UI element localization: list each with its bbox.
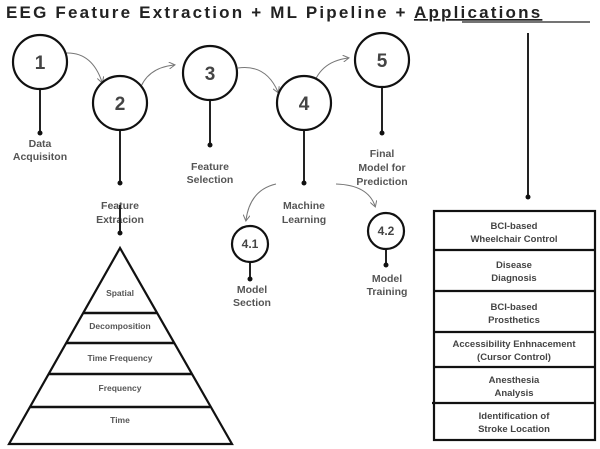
application-item: Anesthesia bbox=[489, 375, 540, 386]
step-label: Learning bbox=[282, 214, 326, 226]
application-item: BCI-based bbox=[491, 221, 538, 232]
step-label: Selection bbox=[187, 174, 234, 186]
step-number: 2 bbox=[115, 94, 126, 115]
substep-label: Model bbox=[237, 284, 267, 296]
application-item: Identification of bbox=[479, 411, 551, 422]
application-item: (Cursor Control) bbox=[477, 352, 551, 363]
step-label: Prediction bbox=[356, 176, 407, 188]
substep-label: Model bbox=[372, 273, 402, 285]
step-number: 1 bbox=[35, 53, 46, 74]
application-item: BCI-based bbox=[491, 302, 538, 313]
pyramid-level: Time bbox=[110, 415, 130, 425]
pyramid-level: Spatial bbox=[106, 288, 134, 298]
arrow-4-4.1 bbox=[246, 183, 277, 220]
step-number: 3 bbox=[205, 64, 216, 85]
step-label: Final bbox=[370, 148, 395, 160]
step-label: Model for bbox=[358, 162, 405, 174]
feature-pyramid: Spatial Decomposition Time Frequency Fre… bbox=[7, 205, 234, 446]
arrow-3-4 bbox=[237, 67, 278, 93]
step-3: 3 Feature Selection bbox=[181, 44, 239, 186]
step-number: 4 bbox=[299, 94, 310, 115]
substep-label: Section bbox=[233, 297, 271, 309]
substep-number: 4.2 bbox=[378, 224, 395, 238]
applications-stack: BCI-based Wheelchair Control Disease Dia… bbox=[432, 33, 597, 442]
substep-4-2: 4.2 Model Training bbox=[367, 211, 408, 298]
substep-4-1: 4.1 Model Section bbox=[230, 224, 271, 309]
pyramid-level: Frequency bbox=[99, 383, 142, 393]
arrow-1-2 bbox=[65, 52, 102, 82]
applications-heading: Applications bbox=[414, 3, 542, 22]
application-item: Stroke Location bbox=[478, 424, 550, 435]
application-item: Accessibility Enhnacement bbox=[452, 339, 576, 350]
arrow-2-3 bbox=[138, 65, 174, 93]
application-item: Diagnosis bbox=[491, 273, 536, 284]
arrow-4-4.2 bbox=[335, 183, 375, 206]
step-number: 5 bbox=[377, 51, 388, 72]
application-item: Disease bbox=[496, 260, 532, 271]
step-label: Data bbox=[29, 138, 52, 150]
substep-label: Training bbox=[367, 286, 408, 298]
step-5: 5 Final Model for Prediction bbox=[353, 31, 411, 188]
pyramid-level: Time Frequency bbox=[87, 353, 152, 363]
step-label: Feature bbox=[191, 161, 229, 173]
application-item: Wheelchair Control bbox=[470, 234, 557, 245]
step-2: 2 Feature Extracion bbox=[91, 74, 149, 226]
page-title: EEG Feature Extraction + ML Pipeline + A… bbox=[6, 3, 542, 22]
application-item: Analysis bbox=[494, 388, 533, 399]
step-4: 4 Machine Learning bbox=[275, 74, 333, 226]
application-item: Prosthetics bbox=[488, 315, 540, 326]
step-label: Machine bbox=[283, 200, 325, 212]
substep-number: 4.1 bbox=[242, 237, 259, 251]
step-1: 1 Data Acquisiton bbox=[11, 33, 69, 163]
step-label: Acquisiton bbox=[13, 151, 67, 163]
pyramid-level: Decomposition bbox=[89, 321, 150, 331]
